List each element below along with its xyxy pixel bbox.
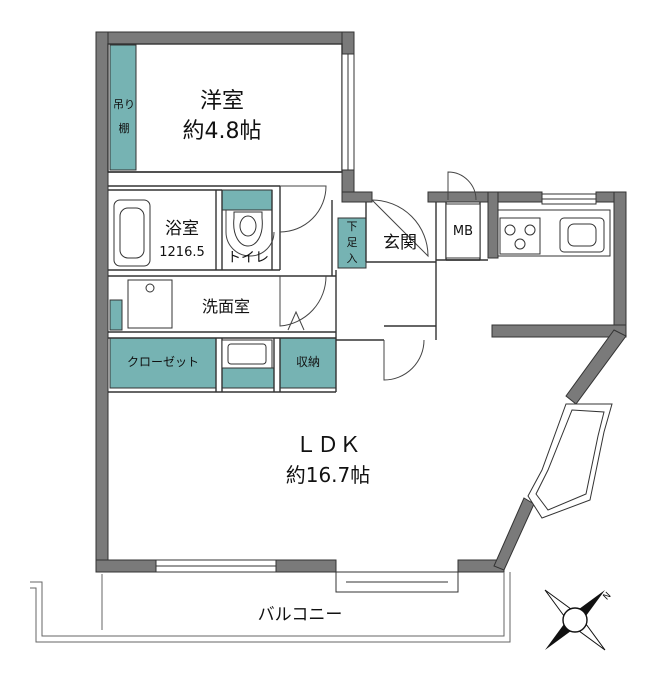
hanging-shelf-area [109, 44, 137, 171]
western-room-name: 洋室 [200, 89, 244, 114]
storage-name: 収納 [296, 355, 320, 369]
toilet-name: トイレ [227, 250, 269, 266]
meter-box [445, 203, 481, 259]
washroom-shelf [109, 299, 123, 331]
closet-name: クローゼット [127, 355, 199, 369]
ldk-name: ＬＤＫ [295, 433, 361, 458]
balcony [30, 572, 511, 643]
bathroom-name: 浴室 [165, 219, 199, 239]
compass-icon: N [544, 589, 614, 651]
hanging-shelf-label-2: 棚 [119, 121, 130, 135]
compass-north-label: N [602, 591, 614, 603]
fixtures [113, 199, 611, 369]
closet-area [109, 337, 217, 389]
balcony-name: バルコニー [258, 605, 343, 625]
bathroom-size: 1216.5 [159, 245, 205, 260]
shoe-storage-label-3: 入 [347, 252, 358, 265]
shoe-storage-label-1: 下 [347, 220, 358, 233]
interior-walls [107, 43, 488, 393]
hanging-shelf-label-1: 吊り [113, 98, 135, 111]
shoe-storage-label-2: 足 [347, 236, 358, 249]
toilet-tank-area [221, 189, 273, 211]
door-swings [225, 171, 477, 381]
western-room-size: 約4.8帖 [183, 119, 262, 144]
windows [155, 53, 613, 593]
washroom-name: 洗面室 [202, 297, 250, 316]
shoe-storage-area [337, 217, 367, 269]
entrance-name: 玄関 [383, 233, 417, 253]
closet-strip [221, 367, 275, 389]
ldk-size: 約16.7帖 [286, 463, 371, 487]
meter-box-label: MB [453, 224, 473, 239]
